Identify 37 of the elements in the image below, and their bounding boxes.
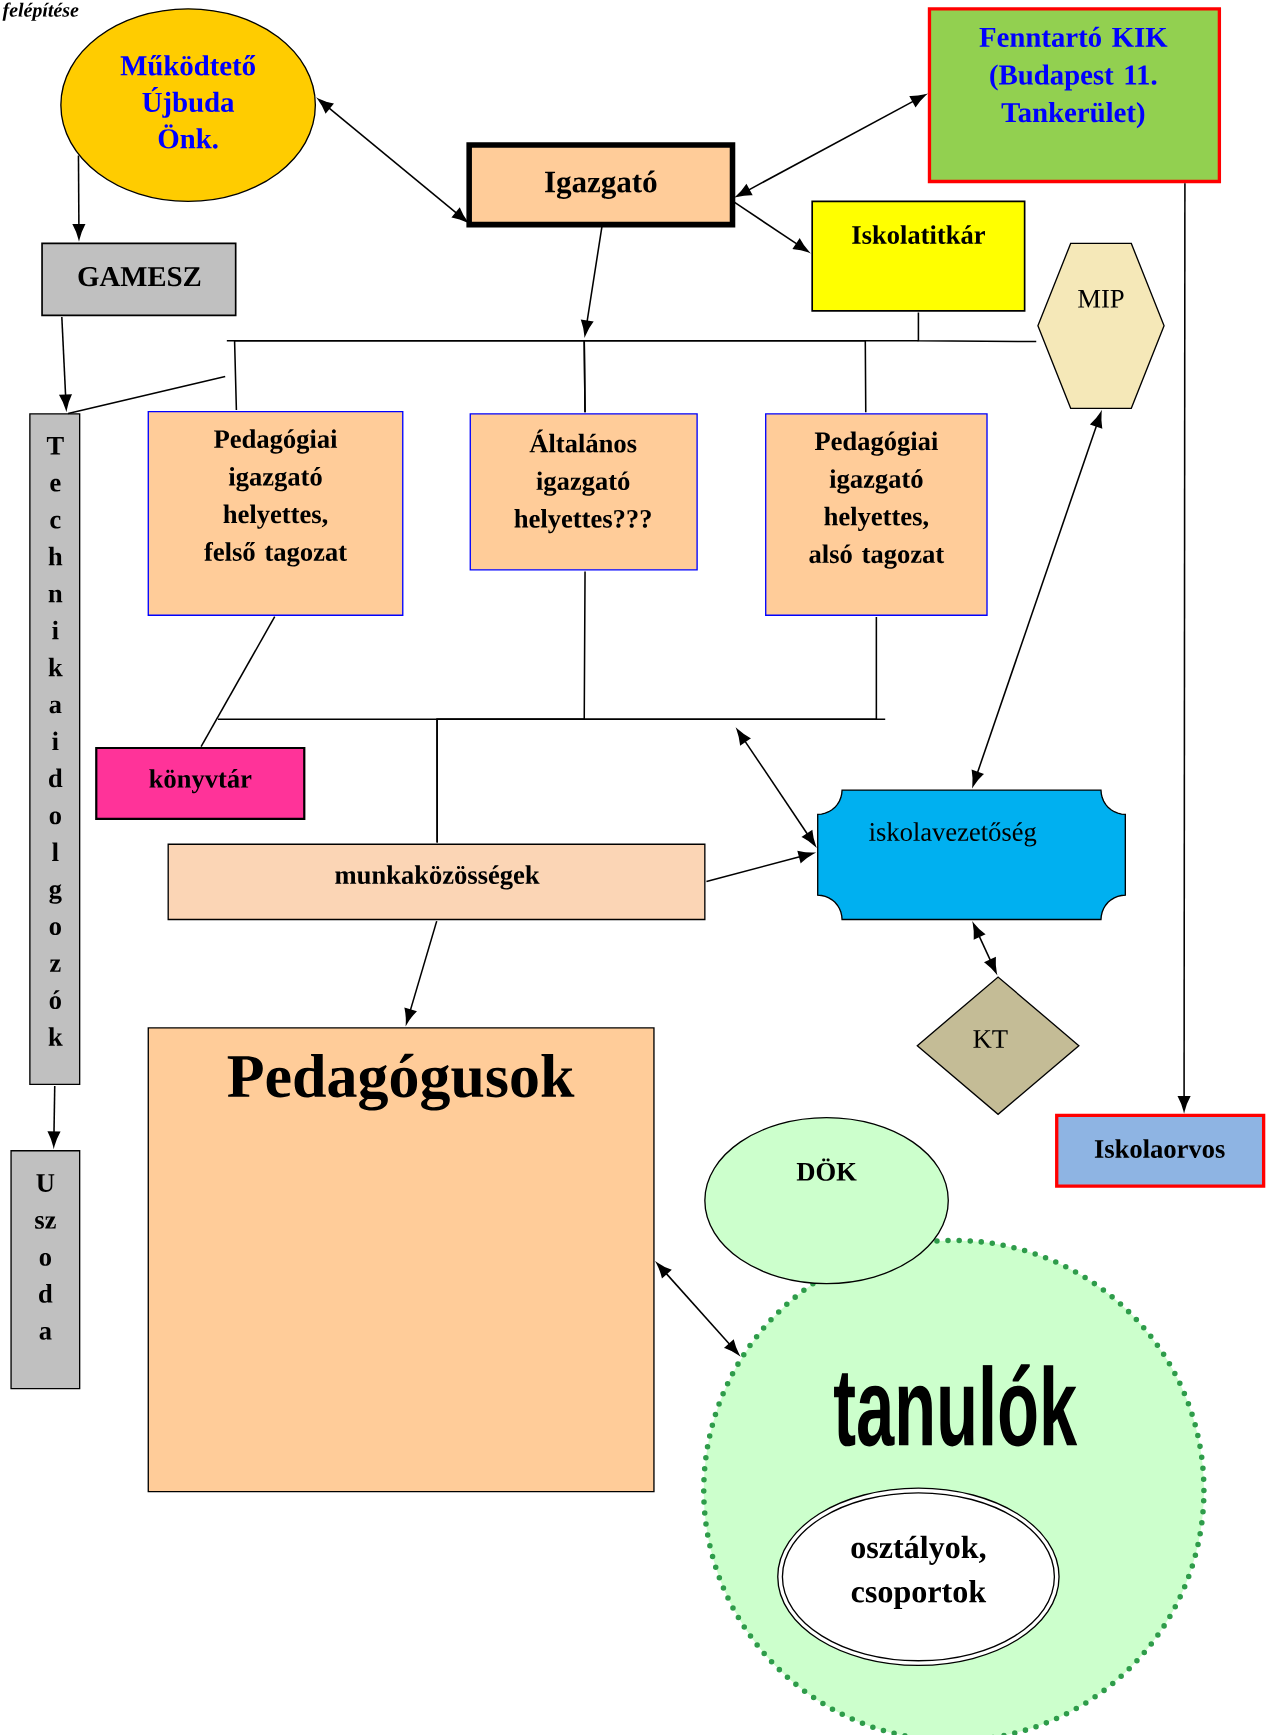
- connector: [971, 412, 1103, 787]
- connector: [583, 340, 867, 413]
- connector: [972, 923, 997, 974]
- oval-box: DÖK: [704, 1116, 949, 1285]
- scalloped-box: iskolavezetőség: [816, 789, 1126, 921]
- column-box: Uszoda: [10, 1150, 81, 1390]
- connector: [656, 1262, 740, 1356]
- connector: [917, 311, 1037, 343]
- connector: [72, 154, 85, 240]
- process-box: GAMESZ: [41, 242, 237, 317]
- hexagon: MIP: [1037, 242, 1165, 409]
- process-box: Iskolatitkár: [811, 200, 1026, 312]
- process-box: munkaközösségek: [167, 843, 706, 921]
- process-box: Fenntartó KIK (Budapest 11. Tankerület): [927, 7, 1221, 184]
- connector: [317, 98, 468, 223]
- process-box: Pedagógiai igazgató helyettes, felső tagozat: [147, 410, 404, 616]
- connector: [1177, 182, 1191, 1112]
- process-box: Pedagógusok: [147, 1027, 655, 1493]
- connector: [200, 615, 276, 748]
- connector: [67, 375, 226, 415]
- connector: [436, 616, 877, 844]
- connector: [47, 1085, 60, 1147]
- process-box: Általános igazgató helyettes???: [469, 413, 698, 571]
- connector: [733, 201, 809, 253]
- process-box: Pedagógiai igazgató helyettes, alsó tagozat: [764, 413, 988, 616]
- oval-box: osztályok, csoportok: [777, 1487, 1060, 1667]
- connector: [735, 94, 926, 198]
- column-box: Technikai dolgozók: [29, 413, 81, 1086]
- connector: [59, 316, 72, 410]
- connector: [233, 340, 586, 413]
- process-box: Iskolaorvos: [1054, 1113, 1266, 1188]
- connector: [705, 850, 814, 883]
- connector: [581, 225, 603, 336]
- process-box: könyvtár: [95, 746, 306, 820]
- connector: [404, 920, 438, 1025]
- process-box: Igazgató: [466, 142, 736, 228]
- connector: [736, 729, 816, 847]
